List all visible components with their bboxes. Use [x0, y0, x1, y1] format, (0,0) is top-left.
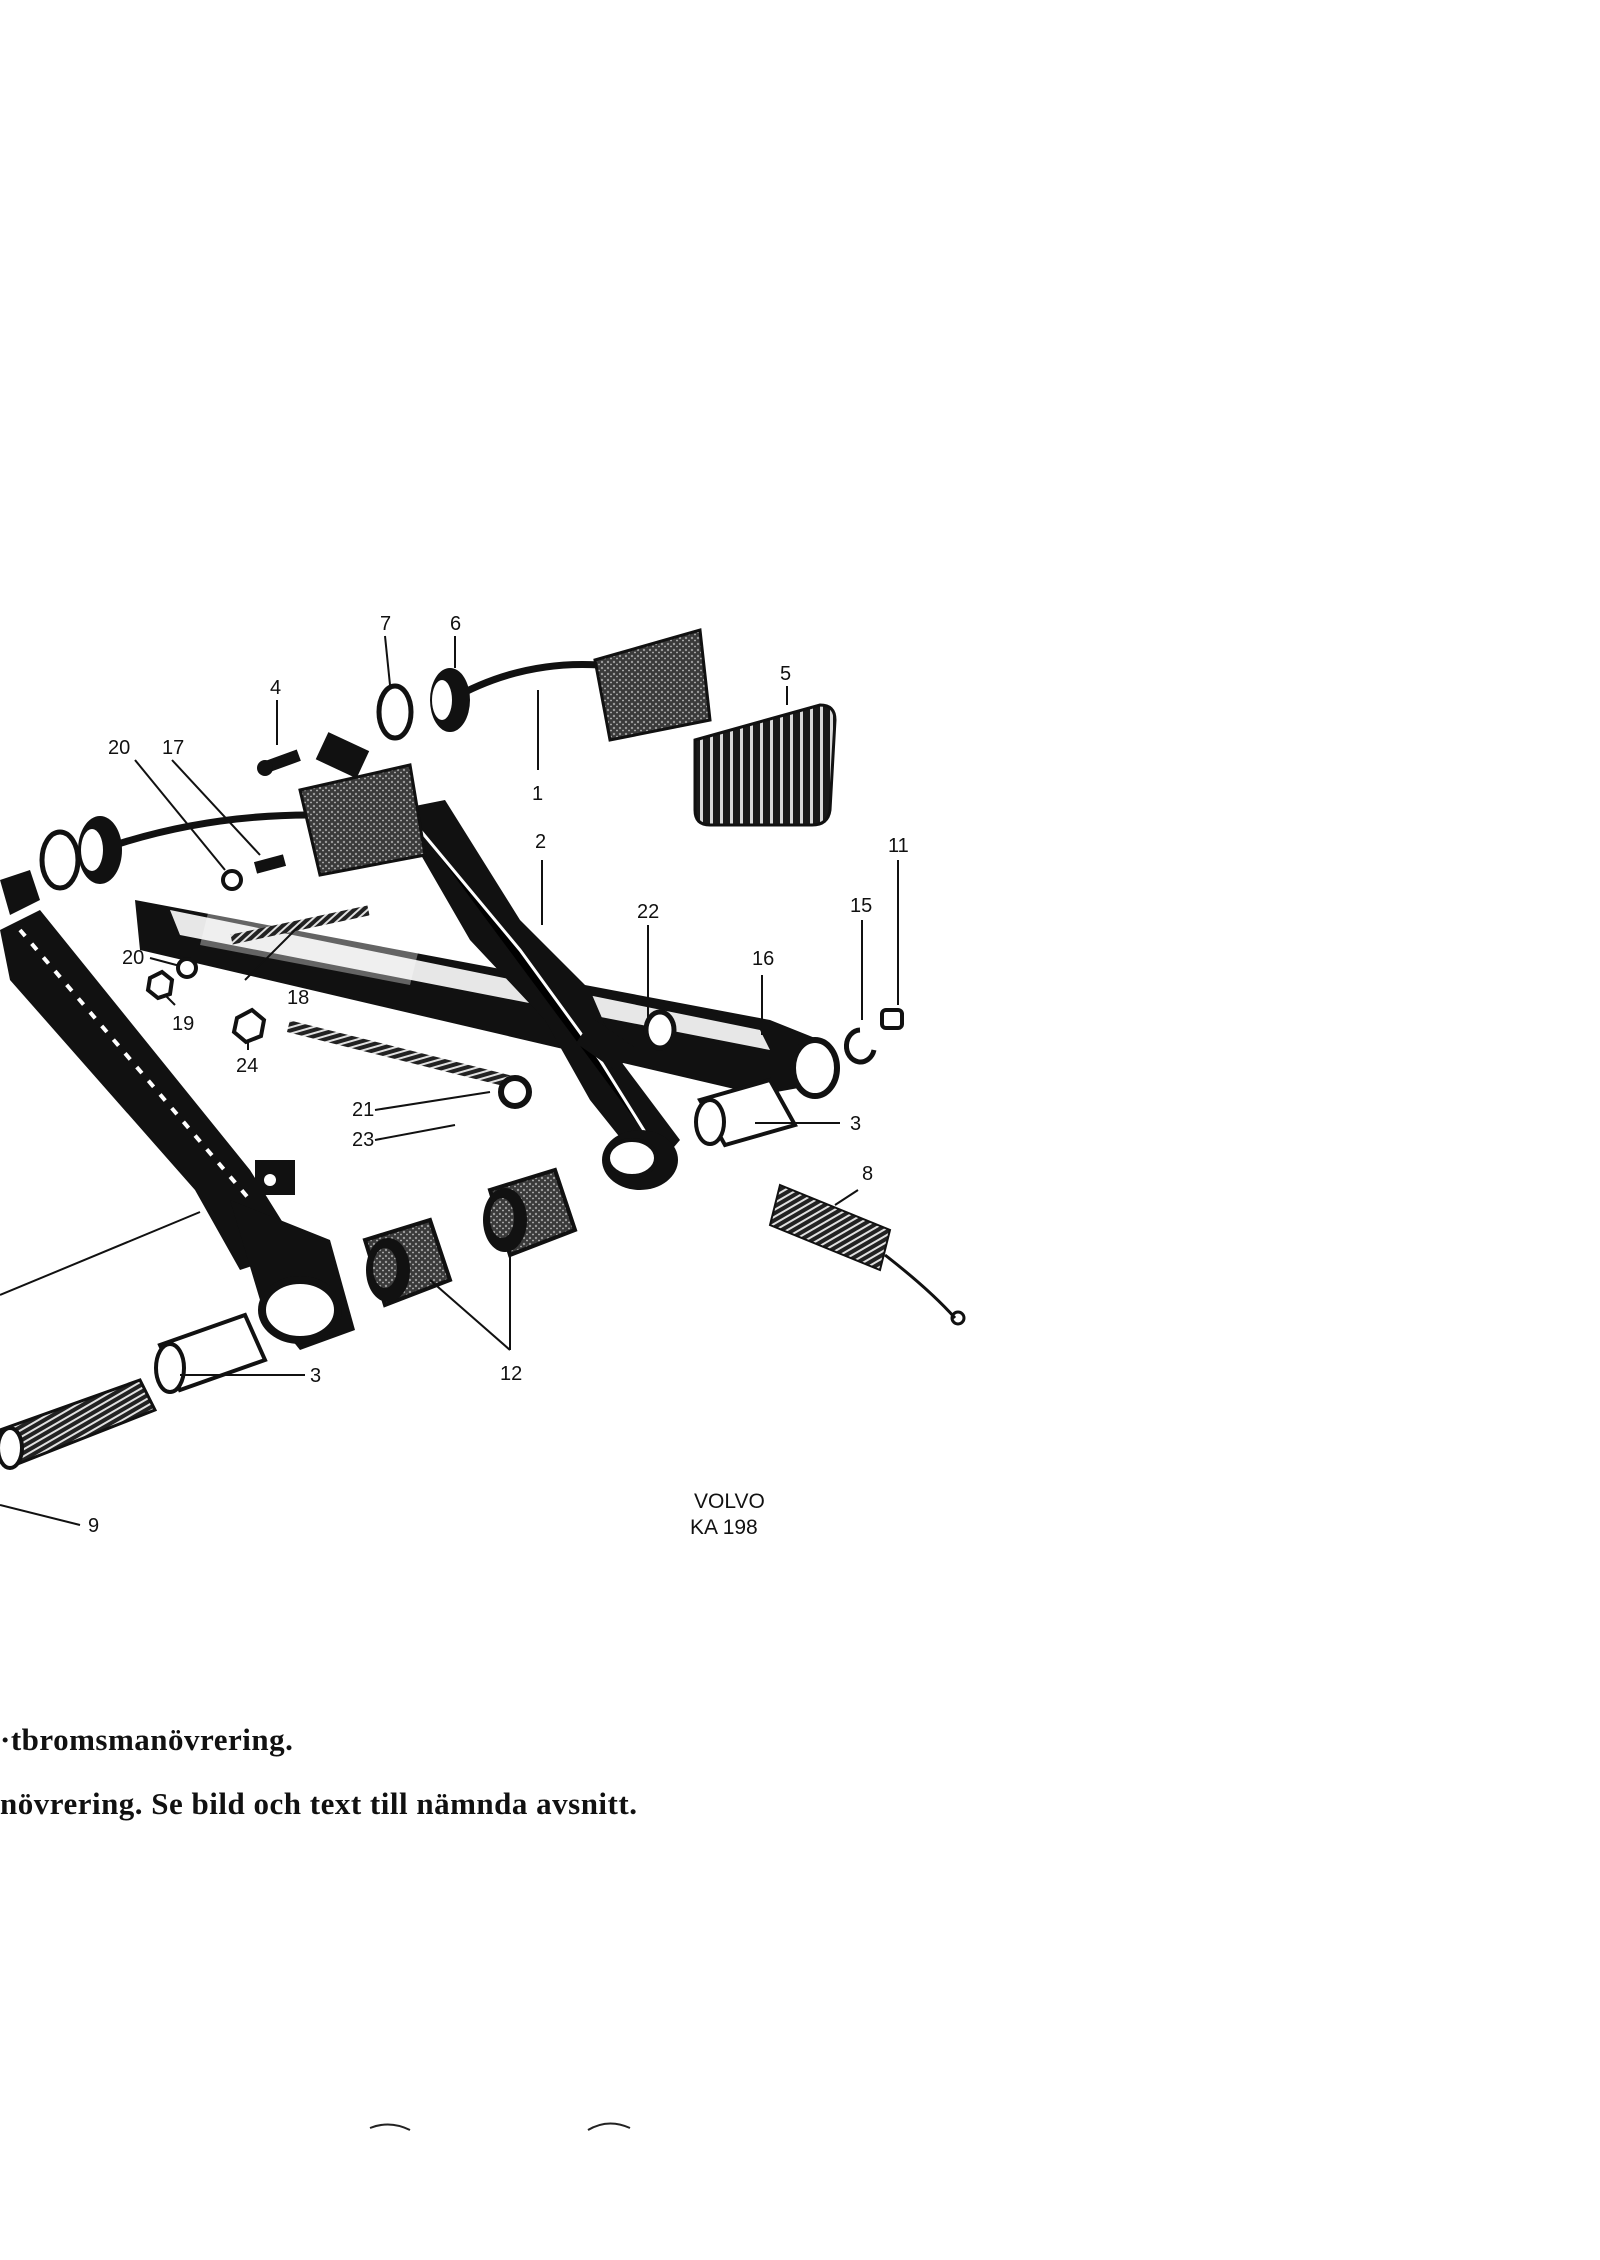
scan-mark-left — [369, 2123, 411, 2131]
bushing-12-right — [483, 1167, 578, 1258]
nut-24 — [231, 1007, 267, 1045]
callout-11: 11 — [888, 835, 909, 857]
caption-line-2: növrering. Se bild och text till nämnda … — [0, 1786, 638, 1821]
tie-rod-21 — [286, 1020, 532, 1109]
callout-21: 21 — [352, 1099, 374, 1121]
pedal-pad-lower — [298, 763, 427, 877]
washer-20-upper — [221, 869, 243, 891]
callout-16: 16 — [752, 948, 774, 970]
callout-22: 22 — [637, 901, 659, 923]
callout-4: 4 — [270, 677, 281, 699]
pedal-rod-1 — [448, 660, 601, 704]
pedal-bracket-16 — [135, 900, 840, 1099]
bolt-17 — [253, 854, 287, 874]
callout-2: 2 — [535, 831, 546, 853]
callout-20-upper: 20 — [108, 737, 130, 759]
circlip-15-pin-11 — [843, 1008, 904, 1065]
callout-23: 23 — [352, 1129, 374, 1151]
callout-15: 15 — [850, 895, 872, 917]
sleeve-bushing-3-right — [694, 1077, 798, 1148]
callout-24: 24 — [236, 1055, 258, 1077]
callout-9: 9 — [88, 1515, 99, 1537]
return-spring-8 — [768, 1183, 966, 1326]
callout-3-left: 3 — [310, 1365, 321, 1387]
callout-12: 12 — [500, 1363, 522, 1385]
callout-6: 6 — [450, 613, 461, 635]
clevis-bracket — [315, 732, 370, 779]
nut-19 — [145, 969, 175, 1001]
pedal-pad-upper — [593, 628, 712, 742]
callout-3-right: 3 — [850, 1113, 861, 1135]
callout-1: 1 — [532, 783, 543, 805]
figure-code-volvo: VOLVO — [694, 1490, 765, 1513]
callout-8: 8 — [862, 1163, 873, 1185]
callout-7: 7 — [380, 613, 391, 635]
leader-lines — [0, 635, 899, 1526]
bushing-12-left — [362, 1217, 453, 1308]
washer-20-lower — [176, 957, 198, 979]
clutch-pedal-arm-2 — [395, 800, 680, 1190]
callout-18: 18 — [287, 987, 309, 1009]
callout-5: 5 — [780, 663, 791, 685]
callout-19: 19 — [172, 1013, 194, 1035]
callout-20-lower: 20 — [122, 947, 144, 969]
scan-mark-right — [587, 2122, 631, 2131]
pedal-pad-rubber-5 — [693, 703, 837, 827]
sleeve-bushing-3-left — [154, 1312, 268, 1394]
rod-bushing-group — [0, 668, 470, 915]
left-pedal-arm — [0, 910, 355, 1350]
pivot-shaft-9 — [0, 1378, 158, 1470]
bolt-4 — [257, 749, 301, 776]
figure-code-number: KA 198 — [690, 1516, 758, 1539]
callout-labels: 1 2 3 3 4 5 6 7 8 9 11 12 15 16 17 18 19… — [88, 613, 909, 1539]
pedal-rod-lower — [98, 811, 311, 854]
stud-22 — [643, 1009, 677, 1051]
callout-17: 17 — [162, 737, 184, 759]
caption-line-1: ·tbromsmanövrering. — [0, 1722, 294, 1757]
